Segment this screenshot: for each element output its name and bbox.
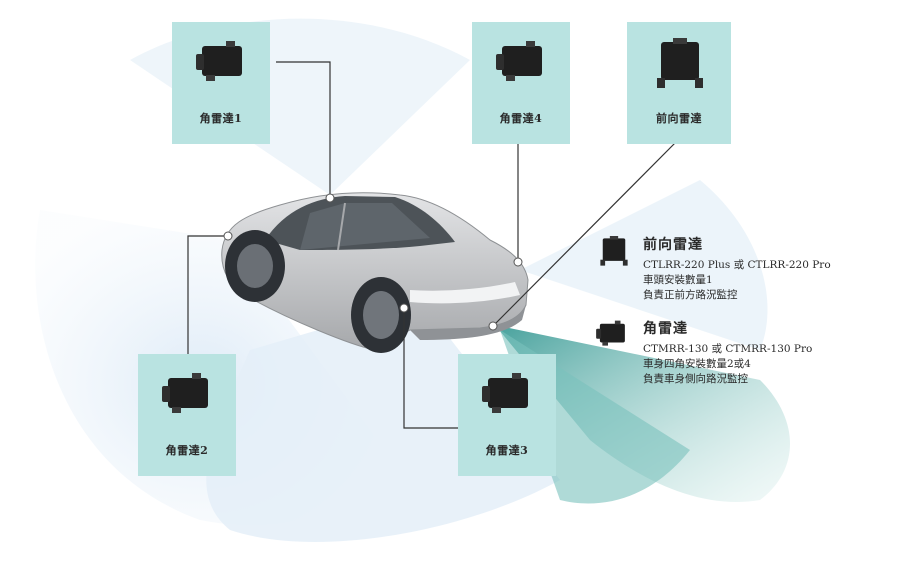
info-desc: 負責車身側向路況監控 (643, 373, 748, 385)
card-label: 角雷達1 (199, 112, 243, 125)
info-desc: 負責正前方路況監控 (643, 289, 738, 301)
card-corner-radar-1: 角雷達1 (172, 22, 270, 144)
front-radar-icon (657, 38, 703, 88)
card-label: 前向雷達 (656, 112, 702, 125)
card-label: 角雷達4 (499, 112, 543, 125)
corner-radar-icon (196, 41, 242, 81)
corner-radar-icon (596, 320, 625, 346)
front-radar-icon (600, 236, 628, 266)
corner-radar-info: 角雷達 CTMRR-130 或 CTMRR-130 Pro 車身四角安裝數量2或… (643, 318, 812, 387)
front-right-beam (520, 180, 768, 350)
card-corner-radar-2: 角雷達2 (138, 354, 236, 476)
info-title: 角雷達 (643, 321, 688, 337)
info-qty: 車頭安裝數量1 (643, 274, 713, 286)
info-model: CTLRR-220 Plus 或 CTLRR-220 Pro (643, 259, 831, 271)
card-label: 角雷達2 (165, 444, 209, 457)
corner-radar-icon (162, 373, 208, 413)
car-illustration (221, 192, 529, 353)
front-radar-info: 前向雷達 CTLRR-220 Plus 或 CTLRR-220 Pro 車頭安裝… (643, 234, 831, 303)
info-model: CTMRR-130 或 CTMRR-130 Pro (643, 343, 813, 355)
front-left-beam (206, 300, 561, 542)
corner-radar-icon (482, 373, 528, 413)
card-label: 角雷達3 (485, 444, 529, 457)
card-front-radar: 前向雷達 (627, 22, 731, 144)
info-qty: 車身四角安裝數量2或4 (643, 358, 751, 370)
sensor-dots (223, 193, 523, 331)
card-corner-radar-3: 角雷達3 (458, 354, 556, 476)
card-corner-radar-4: 角雷達4 (472, 22, 570, 144)
connector-lines (187, 61, 679, 429)
forward-beam (495, 325, 790, 502)
corner-radar-icon (496, 41, 542, 81)
info-title: 前向雷達 (643, 237, 703, 253)
